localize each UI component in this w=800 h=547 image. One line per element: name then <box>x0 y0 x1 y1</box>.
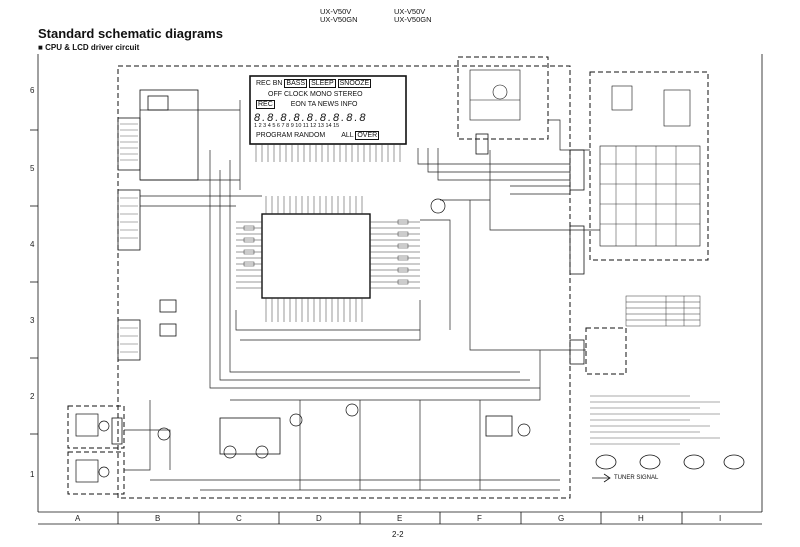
grid-column-label: A <box>75 514 81 523</box>
grid-column-label: H <box>638 514 644 523</box>
grid-column-label: G <box>558 514 565 523</box>
page-number: 2-2 <box>392 530 404 539</box>
lcd-row-4: 1 2 3 4 5 6 7 8 9 10 11 12 13 14 15 <box>254 123 340 129</box>
lcd-row-1: REC BN BASS SLEEP SNOOZE <box>256 79 372 88</box>
lcd-segment: MONO <box>310 91 332 98</box>
key-matrix-block <box>139 89 199 337</box>
lcd-row-5: PROGRAM RANDOM ALL OVER <box>256 131 380 140</box>
lcd-segment: REC <box>256 80 271 87</box>
grid-row-label: 2 <box>30 392 35 401</box>
sensor-boxes <box>75 413 110 483</box>
model-name: UX-V50GN <box>394 15 432 24</box>
model-name: UX-V50GN <box>320 15 358 24</box>
lcd-segment: PROGRAM <box>256 132 293 139</box>
model-name: UX-V50V <box>320 7 352 16</box>
cpu-pins <box>236 196 420 322</box>
transistors <box>157 198 531 459</box>
lcd-segment: REC <box>256 100 275 109</box>
lcd-segment: RANDOM <box>294 132 326 139</box>
model-name: UX-V50V <box>394 7 426 16</box>
grid-row-label: 3 <box>30 316 35 325</box>
lcd-segment: OFF <box>268 91 282 98</box>
grid-row-label: 6 <box>30 86 35 95</box>
switch-array <box>599 85 701 247</box>
section-subtitle-text: CPU & LCD driver circuit <box>45 43 140 52</box>
pin-resistors <box>243 219 409 285</box>
lcd-row-2: OFF CLOCK MONO STEREO <box>268 91 363 98</box>
lcd-segment: ALL <box>341 132 354 139</box>
section-subtitle: ■ CPU & LCD driver circuit <box>38 43 139 52</box>
lcd-segment: BASS <box>284 79 308 88</box>
lcd-segment: SLEEP <box>309 79 336 88</box>
grid-column-label: D <box>316 514 322 523</box>
square-bullet-icon: ■ <box>38 43 43 52</box>
board-outline <box>67 56 709 499</box>
model-list-left: UX-V50V UX-V50GN <box>320 8 358 24</box>
spec-table <box>625 295 701 327</box>
page-title: Standard schematic diagrams <box>38 26 223 41</box>
connector-pins <box>120 123 138 353</box>
lcd-segment: CLOCK <box>283 91 309 98</box>
lcd-segment: OVER <box>355 131 380 140</box>
grid-column-label: I <box>719 514 722 523</box>
grid-row-label: 5 <box>30 164 35 173</box>
lcd-segment: SNOOZE <box>337 79 372 88</box>
lcd-segment: INFO <box>340 101 358 108</box>
grid-column-label: B <box>155 514 161 523</box>
regulator-ic <box>219 415 513 455</box>
grid-column-label: C <box>236 514 242 523</box>
connectors <box>111 117 585 445</box>
lcd-segment: EON <box>290 101 306 108</box>
notes-lines <box>590 395 720 445</box>
lcd-row-3: REC EON TA NEWS INFO <box>256 100 358 109</box>
transistor-legend <box>595 454 745 470</box>
tuner-signal-arrow-icon <box>592 473 611 483</box>
lcd-segment: NEWS <box>317 101 339 108</box>
grid-column-label: F <box>477 514 482 523</box>
power-block <box>469 69 521 121</box>
cpu-ic <box>261 213 371 299</box>
lcd-segment: BN <box>272 80 283 87</box>
lcd-digits: 8.8.8.8.8.8.8.8.8 <box>254 112 368 124</box>
lcd-segment: STEREO <box>333 91 363 98</box>
grid-row-label: 4 <box>30 240 35 249</box>
grid-row-label: 1 <box>30 470 35 479</box>
switch-grid <box>600 146 700 246</box>
lcd-segment: TA <box>307 101 316 108</box>
tuner-signal-label: TUNER SIGNAL <box>614 475 659 481</box>
grid-frame <box>30 54 763 525</box>
model-list-right: UX-V50V UX-V50GN <box>394 8 432 24</box>
signal-traces <box>124 100 600 491</box>
lcd-pins <box>255 144 401 162</box>
grid-column-label: E <box>397 514 403 523</box>
